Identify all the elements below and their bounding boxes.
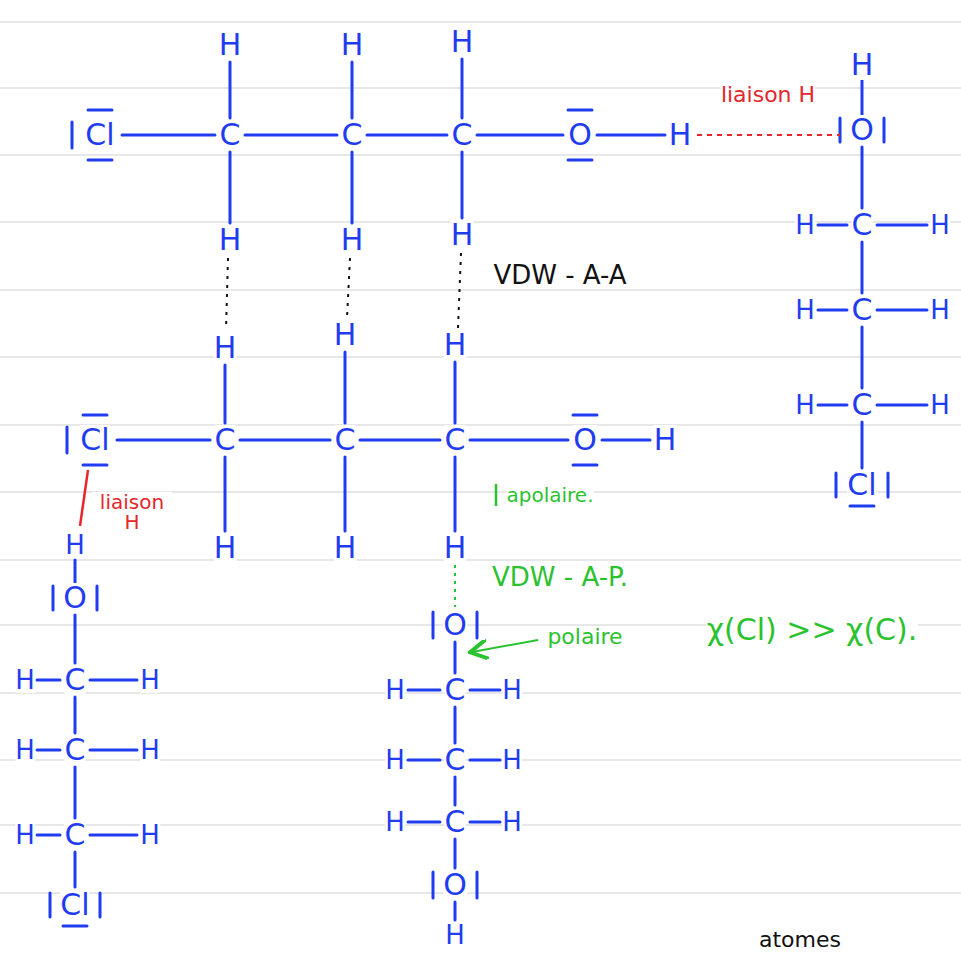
atom-symbol: H xyxy=(140,822,160,848)
bonds xyxy=(37,59,927,926)
atom-symbol: H xyxy=(140,737,160,763)
ruled-lines xyxy=(0,22,961,893)
atom-symbol: H xyxy=(15,667,35,693)
vdw-ap-dots xyxy=(454,565,456,607)
vdw-dots xyxy=(226,253,461,330)
atom-symbol: Cl xyxy=(847,470,876,500)
h-bond-slash xyxy=(80,470,88,526)
atom-symbol: O xyxy=(850,115,874,145)
atom-symbol: H xyxy=(15,822,35,848)
atom-symbol: C xyxy=(215,425,236,455)
atom-symbol: H xyxy=(65,532,85,558)
atom-symbol: H xyxy=(502,747,522,773)
atom-symbol: H xyxy=(15,737,35,763)
atom-symbol: H xyxy=(444,533,467,563)
atom-symbol: H xyxy=(502,809,522,835)
atom-symbol: H xyxy=(502,677,522,703)
atom-symbol: C xyxy=(445,425,466,455)
atom-symbol: H xyxy=(140,667,160,693)
atom-symbol: H xyxy=(930,212,950,238)
annotation: VDW - A-P. xyxy=(492,564,628,590)
atom-symbol: C xyxy=(852,390,873,420)
atom-symbol: Cl xyxy=(85,120,114,150)
atom-symbol: H xyxy=(334,320,357,350)
atom-symbol: H xyxy=(451,220,474,250)
atom-symbol: O xyxy=(568,120,592,150)
annotation: liaison H xyxy=(92,492,172,532)
atom-symbol: C xyxy=(852,295,873,325)
annotation: atomes xyxy=(759,929,841,951)
annotation: apolaire. xyxy=(506,485,593,505)
atom-symbol: H xyxy=(385,677,405,703)
atom-symbol: C xyxy=(452,120,473,150)
atom-symbol: C xyxy=(445,745,466,775)
atom-symbol: H xyxy=(795,297,815,323)
atom-symbol: C xyxy=(65,665,86,695)
atom-symbol: H xyxy=(451,27,474,57)
atom-symbol: C xyxy=(852,210,873,240)
green-bar xyxy=(495,484,498,506)
atom-symbol: H xyxy=(444,330,467,360)
atom-symbol: C xyxy=(65,735,86,765)
atom-symbol: H xyxy=(654,425,677,455)
atom-symbol: H xyxy=(219,225,242,255)
atom-symbol: O xyxy=(63,583,87,613)
atom-symbol: H xyxy=(385,809,405,835)
atom-symbol: O xyxy=(573,425,597,455)
atom-symbol: Cl xyxy=(80,425,109,455)
atom-symbol: C xyxy=(342,120,363,150)
atom-symbol: H xyxy=(930,392,950,418)
atom-symbol: H xyxy=(214,533,237,563)
atom-symbol: H xyxy=(219,30,242,60)
annotation: polaire xyxy=(547,626,622,648)
h-bond-line xyxy=(697,134,840,136)
atom-symbol: H xyxy=(341,30,364,60)
atom-symbol: H xyxy=(795,212,815,238)
atom-symbol: H xyxy=(930,297,950,323)
atom-symbol: H xyxy=(341,225,364,255)
atom-symbol: H xyxy=(445,922,465,948)
atom-symbol: H xyxy=(214,333,237,363)
atom-symbol: H xyxy=(851,50,874,80)
atom-symbol: H xyxy=(669,120,692,150)
atom-symbol: C xyxy=(220,120,241,150)
atom-symbol: O xyxy=(443,610,467,640)
atom-symbol: C xyxy=(65,820,86,850)
atom-symbol: C xyxy=(335,425,356,455)
atom-symbol: H xyxy=(334,533,357,563)
atom-symbol: H xyxy=(795,392,815,418)
atom-symbol: H xyxy=(385,747,405,773)
atom-symbol: Cl xyxy=(60,890,89,920)
pointer-arrow xyxy=(472,640,538,652)
annotation: liaison H xyxy=(721,84,815,106)
annotation: VDW - A-A xyxy=(493,262,626,288)
atom-symbol: O xyxy=(443,870,467,900)
atom-symbol: C xyxy=(445,675,466,705)
annotation: χ(Cl) >> χ(C). xyxy=(707,615,918,645)
atom-symbol: C xyxy=(445,807,466,837)
